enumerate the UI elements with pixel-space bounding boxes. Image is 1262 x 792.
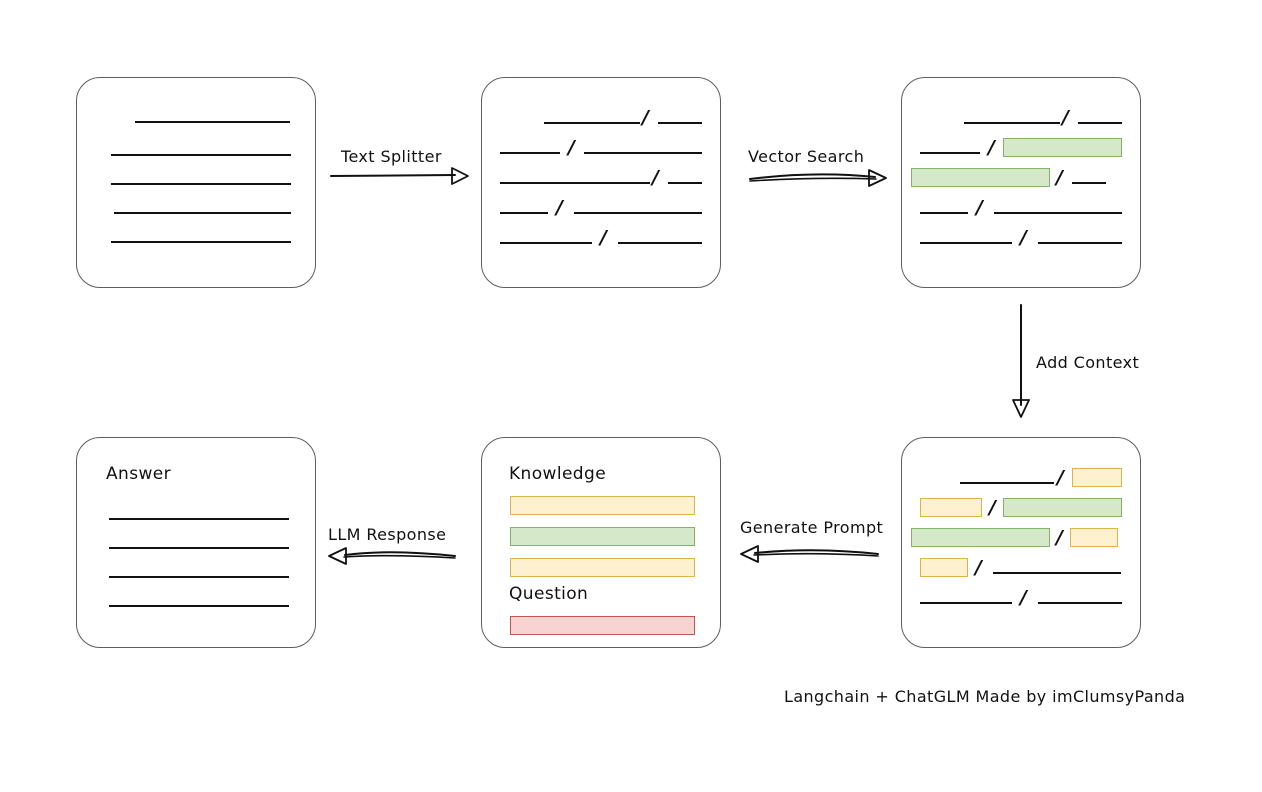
- text-splitter-arrow: [330, 167, 469, 185]
- answer-box: Answer: [76, 437, 316, 648]
- text-line: [111, 154, 291, 156]
- text-line: [114, 212, 291, 214]
- edge-label-generate-prompt: Generate Prompt: [740, 518, 884, 537]
- context-chunk-highlight: [1070, 528, 1118, 547]
- knowledge-bar: [510, 558, 695, 577]
- text-line: [1072, 182, 1106, 184]
- knowledge-bar: [510, 527, 695, 546]
- edge-label-text-splitter: Text Splitter: [341, 147, 442, 166]
- text-line: [920, 152, 980, 154]
- context-chunk-highlight: [911, 528, 1050, 547]
- chunk-separator: /: [1020, 226, 1027, 249]
- text-line: [1038, 602, 1122, 604]
- text-line: [920, 212, 968, 214]
- text-line: [109, 518, 289, 520]
- chunk-separator: /: [642, 106, 649, 129]
- text-line: [658, 122, 702, 124]
- generated-prompt-box: Knowledge Question: [481, 437, 721, 648]
- question-bar: [510, 616, 695, 635]
- chunk-separator: /: [652, 166, 659, 189]
- retrieved-chunk-highlight: [911, 168, 1050, 187]
- chunk-separator: /: [1020, 586, 1027, 609]
- split-chunks-box: / / / / /: [481, 77, 721, 288]
- knowledge-label: Knowledge: [509, 464, 607, 484]
- text-line: [1038, 242, 1122, 244]
- context-chunk-highlight: [920, 498, 982, 517]
- text-line: [1078, 122, 1122, 124]
- chunk-separator: /: [1056, 166, 1063, 189]
- text-line: [500, 242, 592, 244]
- chunk-separator: /: [976, 196, 983, 219]
- edge-label-add-context: Add Context: [1036, 353, 1140, 372]
- text-line: [964, 122, 1060, 124]
- chunk-separator: /: [989, 496, 996, 519]
- text-line: [993, 572, 1121, 574]
- text-line: [500, 182, 650, 184]
- text-line: [584, 152, 702, 154]
- knowledge-bar: [510, 496, 695, 515]
- chunk-separator: /: [556, 196, 563, 219]
- text-line: [135, 121, 290, 123]
- text-line: [920, 602, 1012, 604]
- text-line: [544, 122, 640, 124]
- edge-label-llm-response: LLM Response: [328, 525, 447, 544]
- retrieved-chunk-highlight: [1003, 138, 1122, 157]
- chunk-separator: /: [975, 556, 982, 579]
- context-chunks-box: / / / / /: [901, 437, 1141, 648]
- text-line: [109, 547, 289, 549]
- text-line: [500, 152, 560, 154]
- retrieved-chunks-box: / / / / /: [901, 77, 1141, 288]
- chunk-separator: /: [988, 136, 995, 159]
- text-line: [618, 242, 702, 244]
- chunk-separator: /: [1062, 106, 1069, 129]
- context-chunk-highlight: [920, 558, 968, 577]
- text-line: [109, 576, 289, 578]
- context-chunk-highlight: [1072, 468, 1122, 487]
- text-line: [574, 212, 702, 214]
- text-line: [111, 241, 291, 243]
- chunk-separator: /: [1057, 466, 1064, 489]
- add-context-arrow: [1012, 304, 1030, 418]
- text-line: [920, 242, 1012, 244]
- answer-label: Answer: [106, 464, 172, 484]
- chunk-separator: /: [1056, 526, 1063, 549]
- source-document-box: [76, 77, 316, 288]
- chunk-separator: /: [600, 226, 607, 249]
- text-line: [500, 212, 548, 214]
- text-line: [109, 605, 289, 607]
- chunk-separator: /: [568, 136, 575, 159]
- context-chunk-highlight: [1003, 498, 1122, 517]
- vector-search-arrow: [749, 169, 887, 187]
- text-line: [668, 182, 702, 184]
- llm-response-arrow: [328, 547, 456, 565]
- text-line: [111, 183, 291, 185]
- text-line: [960, 482, 1054, 484]
- question-label: Question: [509, 584, 589, 604]
- edge-label-vector-search: Vector Search: [748, 147, 865, 166]
- generate-prompt-arrow: [740, 545, 879, 563]
- text-line: [994, 212, 1122, 214]
- footer-credit: Langchain + ChatGLM Made by imClumsyPand…: [784, 687, 1186, 706]
